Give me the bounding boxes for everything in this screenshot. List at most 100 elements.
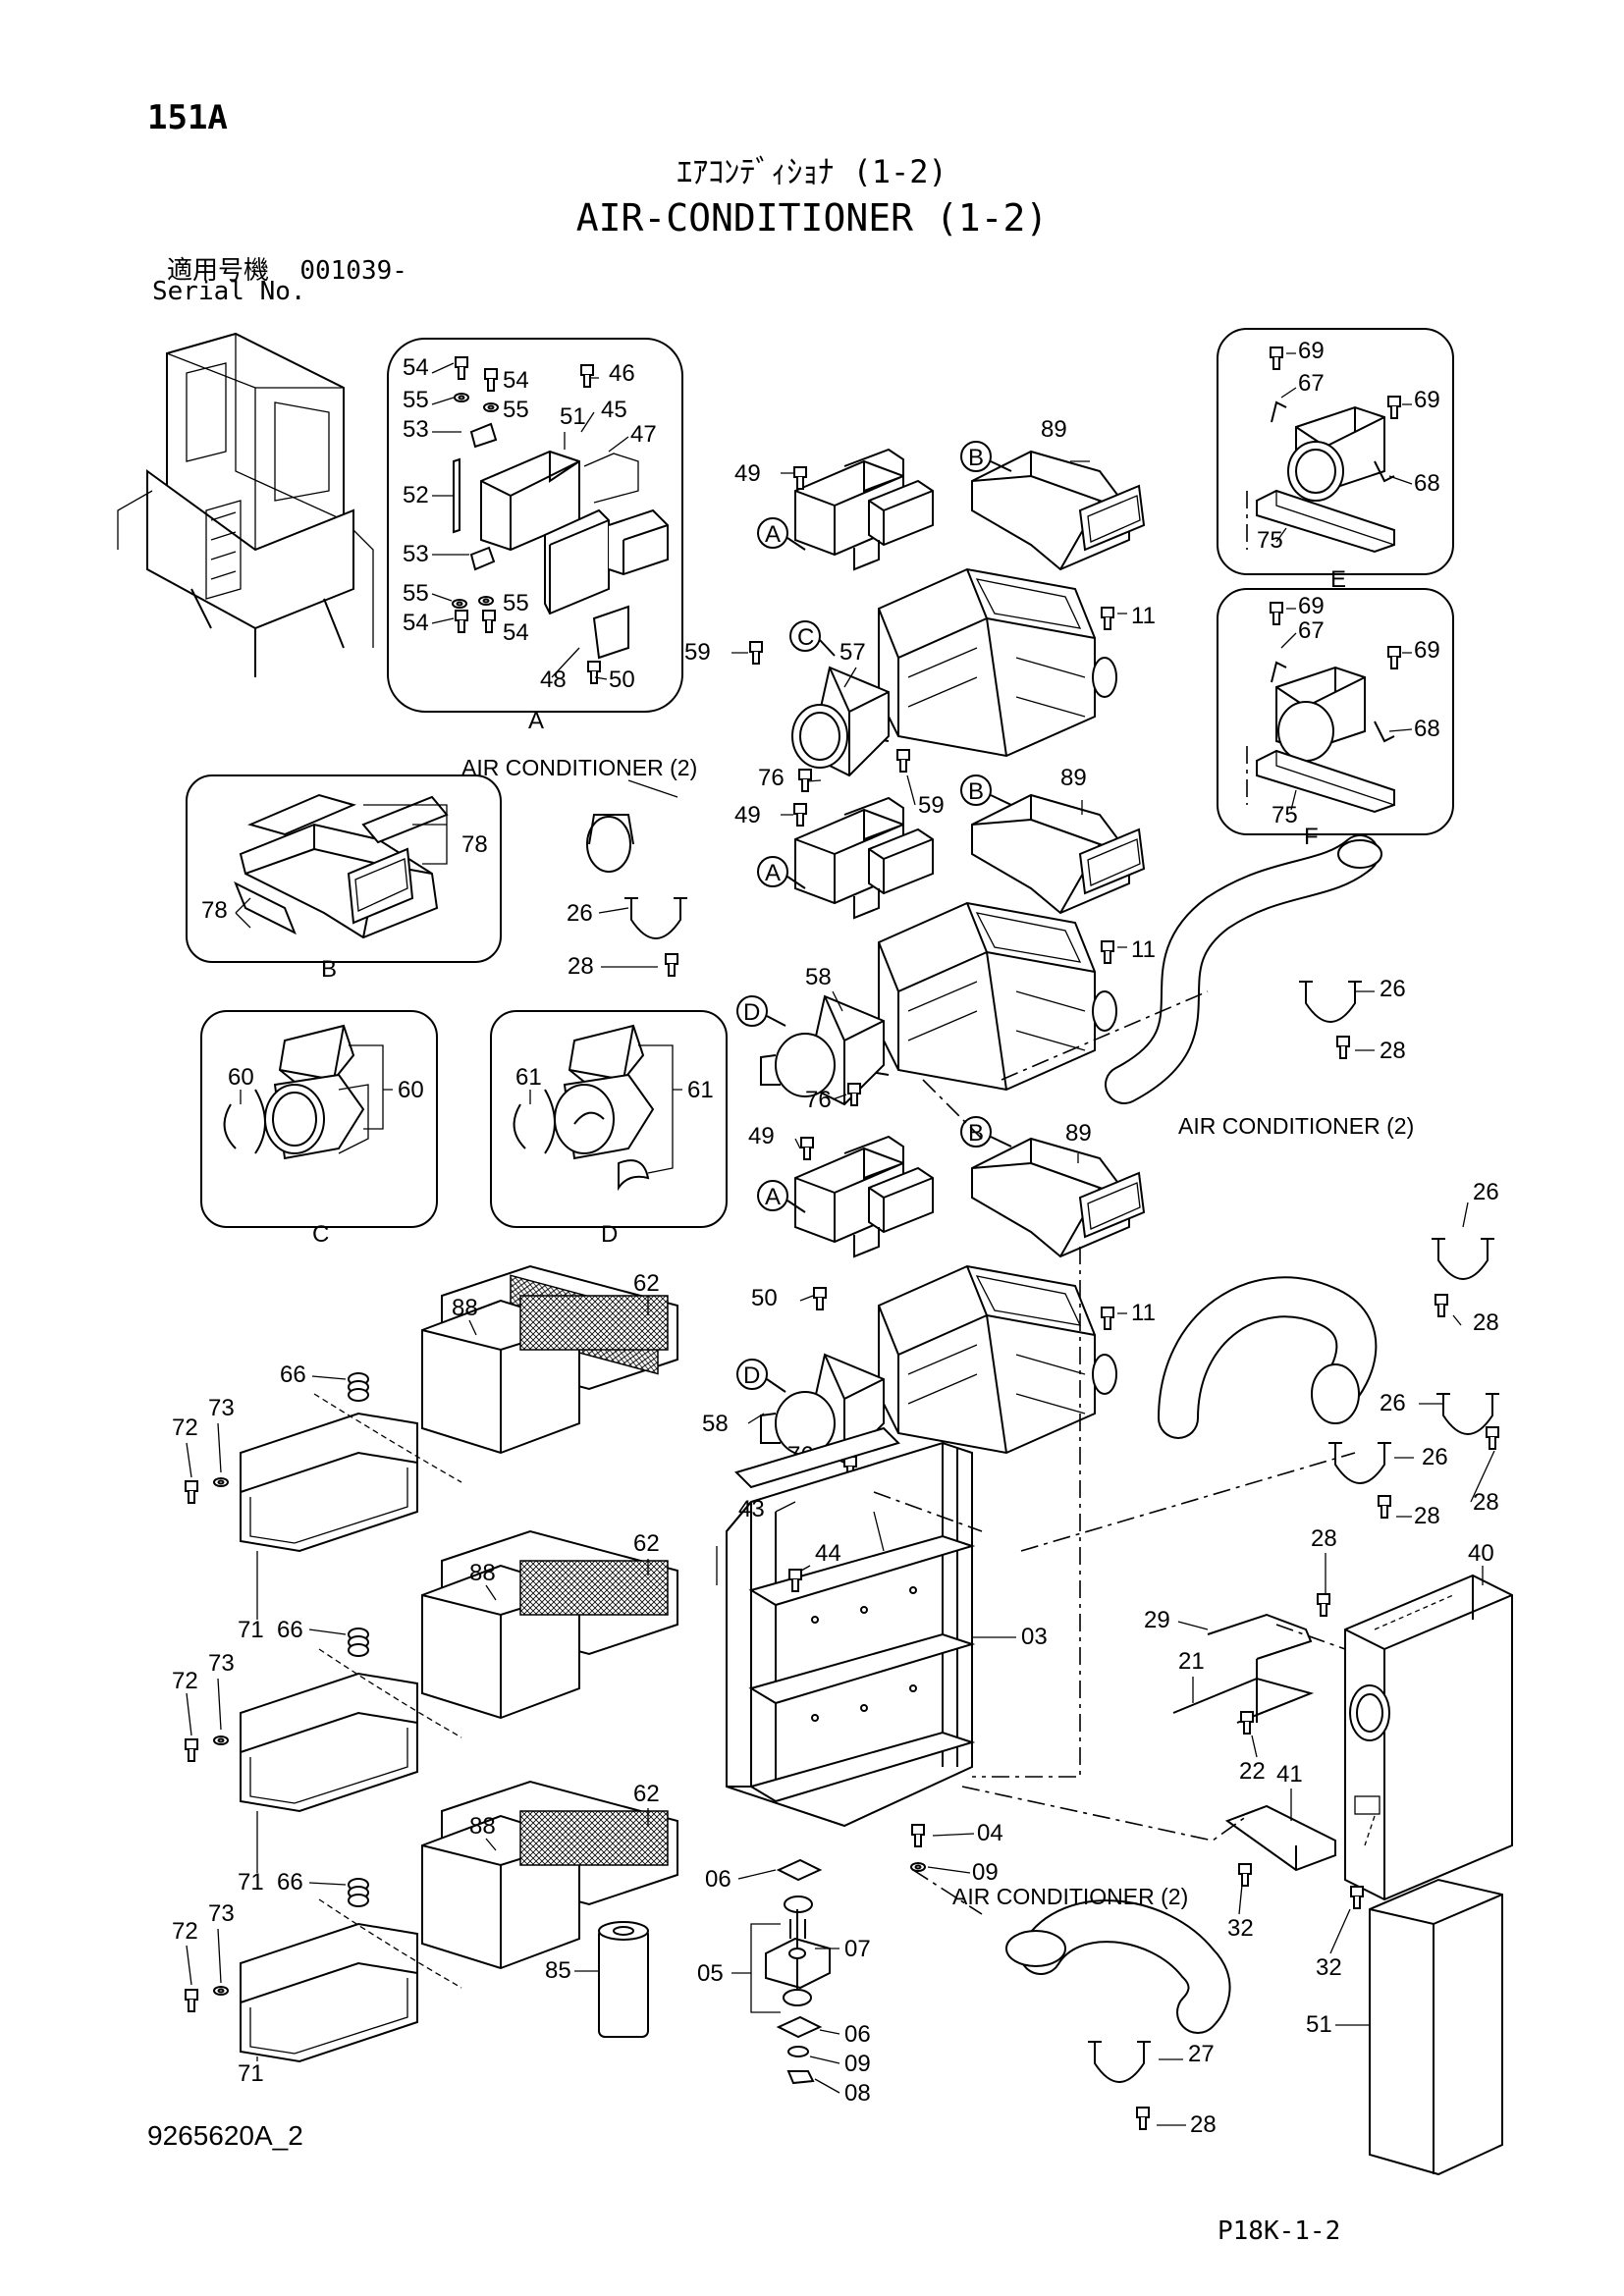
grommets <box>348 1372 369 1907</box>
mount-assembly <box>765 1858 831 2085</box>
callout-51: 51 <box>560 403 586 430</box>
callout-04: 04 <box>977 1820 1003 1846</box>
callout-28b: 28 <box>1380 1038 1406 1064</box>
marker-b-1: B <box>968 445 984 471</box>
callout-28: 28 <box>568 953 594 980</box>
callout-66c: 66 <box>277 1869 303 1896</box>
callout-54c: 54 <box>503 367 529 394</box>
callout-05: 05 <box>697 1960 724 1987</box>
callout-50: 50 <box>609 667 635 693</box>
detail-d-parts <box>513 1024 655 1192</box>
marker-a-2: A <box>765 860 781 886</box>
callout-49: 49 <box>734 460 761 487</box>
callout-67: 67 <box>1298 370 1325 397</box>
callout-21: 21 <box>1178 1648 1205 1675</box>
caption-air-conditioner-bottom: AIR CONDITIONER (2) <box>952 1884 1188 1909</box>
page-number: 151A <box>147 98 228 137</box>
callout-55c: 55 <box>503 397 529 423</box>
callout-68: 68 <box>1414 470 1440 497</box>
callout-28f: 28 <box>1190 2111 1217 2138</box>
detail-e-parts <box>1256 400 1395 554</box>
callout-52: 52 <box>403 482 429 508</box>
callout-55: 55 <box>403 387 429 413</box>
filter-stack-2 <box>421 1529 678 1720</box>
callout-49b: 49 <box>734 802 761 828</box>
callout-08: 08 <box>844 2080 871 2107</box>
callout-44: 44 <box>815 1540 841 1567</box>
callout-76: 76 <box>758 765 785 791</box>
marker-a-1: A <box>765 521 781 548</box>
callout-89c: 89 <box>1065 1120 1092 1147</box>
callout-60: 60 <box>228 1064 254 1091</box>
callout-75b: 75 <box>1272 802 1298 828</box>
callout-22: 22 <box>1239 1758 1266 1785</box>
callout-72b: 72 <box>172 1668 198 1694</box>
detail-frame-e <box>1217 328 1454 575</box>
callout-26b: 26 <box>1380 976 1406 1002</box>
callout-40: 40 <box>1468 1540 1494 1567</box>
callout-66: 66 <box>280 1362 306 1388</box>
detail-label-f: F <box>1304 824 1319 850</box>
callout-54d: 54 <box>503 619 529 646</box>
detail-a-parts <box>453 422 669 660</box>
callout-50b: 50 <box>751 1285 778 1311</box>
callout-28c: 28 <box>1473 1309 1499 1336</box>
marker-b-2: B <box>968 778 984 805</box>
serial-line-japanese: 適用号機 001039- <box>167 250 407 287</box>
marker-d-1: D <box>743 999 760 1026</box>
callout-76b: 76 <box>805 1087 832 1113</box>
callout-47: 47 <box>630 421 657 448</box>
callout-06b: 06 <box>844 2021 871 2048</box>
serial-label-english: Serial No. <box>152 277 306 306</box>
callout-88: 88 <box>452 1295 478 1321</box>
receiver-dryer <box>574 1921 649 2038</box>
callout-28d: 28 <box>1473 1489 1499 1516</box>
callout-59: 59 <box>684 639 711 666</box>
detail-frame-f <box>1217 588 1454 835</box>
callout-71c: 71 <box>238 2060 264 2087</box>
evaporator-cover <box>1369 1878 1503 2176</box>
title-japanese: ｴｱｺﾝﾃﾞｨｼｮﾅ (1-2) <box>677 153 947 190</box>
callout-71: 71 <box>238 1617 264 1643</box>
callout-69c: 69 <box>1298 593 1325 619</box>
detail-b-parts <box>234 793 449 939</box>
callout-29: 29 <box>1144 1607 1170 1633</box>
callout-11: 11 <box>1131 603 1156 629</box>
machine-overview <box>117 332 374 677</box>
detail-c-parts <box>223 1024 369 1160</box>
callout-78: 78 <box>461 831 488 858</box>
callout-73b: 73 <box>208 1650 235 1677</box>
callout-53b: 53 <box>403 541 429 567</box>
callout-58: 58 <box>805 964 832 990</box>
callout-69d: 69 <box>1414 637 1440 664</box>
callout-73: 73 <box>208 1395 235 1421</box>
unit-2 <box>760 794 1145 1105</box>
callout-45: 45 <box>601 397 627 423</box>
brackets-right <box>1172 1613 1336 1872</box>
callout-69: 69 <box>1298 338 1325 364</box>
callout-43: 43 <box>738 1496 765 1522</box>
detail-label-e: E <box>1330 566 1346 593</box>
callout-09b: 09 <box>844 2051 871 2077</box>
callout-68b: 68 <box>1414 716 1440 742</box>
callout-89: 89 <box>1041 416 1067 443</box>
callout-41: 41 <box>1276 1761 1303 1788</box>
callout-72: 72 <box>172 1415 198 1441</box>
detail-label-b: B <box>321 956 337 983</box>
callout-49c: 49 <box>748 1123 775 1149</box>
assembly-leaders <box>873 491 1356 1915</box>
callout-06: 06 <box>705 1866 731 1893</box>
callout-88b: 88 <box>469 1560 496 1586</box>
unit-1 <box>791 449 1145 776</box>
callout-75: 75 <box>1257 527 1283 554</box>
callout-03: 03 <box>1021 1624 1048 1650</box>
callout-48: 48 <box>540 667 567 693</box>
marker-c-1: C <box>797 624 814 651</box>
callout-89b: 89 <box>1060 765 1087 791</box>
hose-assembly-mid <box>1158 1276 1378 1439</box>
callout-55b: 55 <box>403 580 429 607</box>
hose-assembly-top <box>586 770 717 873</box>
callout-54b: 54 <box>403 610 429 636</box>
callout-61: 61 <box>515 1064 542 1091</box>
